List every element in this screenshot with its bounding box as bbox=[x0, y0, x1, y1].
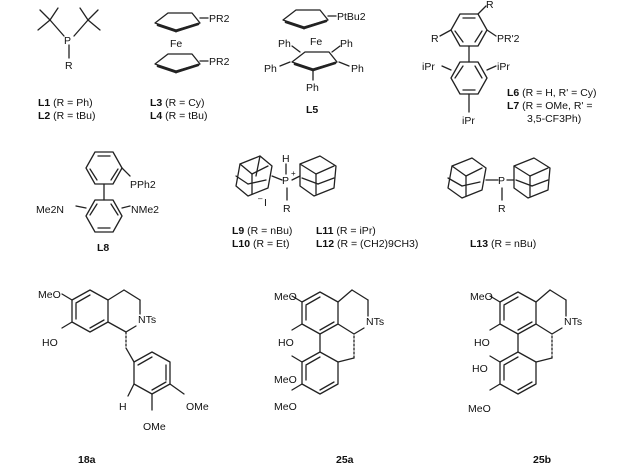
caption-L9: L9 (R = nBu) bbox=[232, 225, 292, 237]
iron-label: Fe bbox=[170, 38, 182, 50]
caption-L6: L6 (R = H, R' = Cy) bbox=[507, 87, 597, 99]
caption-18a: 18a bbox=[78, 454, 96, 466]
me2n-label: Me2N bbox=[36, 204, 64, 216]
ph-label-2: Ph bbox=[340, 38, 353, 50]
pr2-label-bottom: PR2 bbox=[209, 56, 230, 68]
caption-25a: 25a bbox=[336, 454, 354, 466]
structure-L13: P R bbox=[447, 157, 551, 215]
pph2-label: PPh2 bbox=[130, 179, 156, 191]
caption-L7: L7 (R = OMe, R' = bbox=[507, 100, 592, 112]
structure-25a: NTs MeO HO MeO MeO bbox=[274, 289, 384, 413]
caption-L12: L12 (R = (CH2)9CH3) bbox=[316, 238, 418, 250]
caption-L4: L4 (R = tBu) bbox=[150, 110, 208, 122]
r-label-L13: R bbox=[498, 203, 506, 215]
phosphorus-label: P bbox=[64, 35, 71, 47]
caption-L5: L5 bbox=[306, 104, 318, 116]
meo-label-18a: MeO bbox=[38, 289, 61, 301]
minus-charge: – bbox=[258, 194, 263, 203]
meo-label-25b-2: MeO bbox=[468, 403, 491, 415]
caption-L11: L11 (R = iPr) bbox=[316, 225, 376, 237]
ho-label-25a: HO bbox=[278, 337, 294, 349]
nts-label-25a: NTs bbox=[366, 316, 384, 328]
nme2-label: NMe2 bbox=[131, 204, 159, 216]
ho-label-25b-2: HO bbox=[472, 363, 488, 375]
plus-charge: + bbox=[291, 169, 296, 178]
ome-label-18a-2: OMe bbox=[143, 421, 166, 433]
caption-L1: L1 (R = Ph) bbox=[38, 97, 93, 109]
iron-label-L5: Fe bbox=[310, 36, 322, 48]
caption-L8: L8 bbox=[97, 242, 109, 254]
caption-L10: L10 (R = Et) bbox=[232, 238, 289, 250]
meo-label-25a-2: MeO bbox=[274, 374, 297, 386]
ipr-label-left: iPr bbox=[422, 61, 435, 73]
ph-label-3: Ph bbox=[264, 63, 277, 75]
ome-label-18a-1: OMe bbox=[186, 401, 209, 413]
structure-L6-L7: R R PR'2 iPr iPr iPr bbox=[422, 0, 520, 127]
nts-label-18a: NTs bbox=[138, 314, 156, 326]
h-label-18a: H bbox=[119, 401, 127, 413]
ipr-label-bottom: iPr bbox=[462, 115, 475, 127]
ph-label-5: Ph bbox=[306, 82, 319, 94]
ph-label-1: Ph bbox=[278, 38, 291, 50]
phosphonium-label: P bbox=[282, 175, 289, 187]
phosphorus-label-L13: P bbox=[498, 175, 505, 187]
structure-18a: NTs MeO HO H OMe OMe bbox=[38, 289, 209, 433]
structure-L5: PtBu2 Fe Ph Ph Ph Ph Ph bbox=[264, 9, 366, 94]
ph-label-4: Ph bbox=[351, 63, 364, 75]
caption-L7-cont: 3,5-CF3Ph) bbox=[527, 113, 581, 125]
caption-L2: L2 (R = tBu) bbox=[38, 110, 96, 122]
meo-label-25b: MeO bbox=[470, 291, 493, 303]
structure-L3-L4: PR2 Fe PR2 bbox=[154, 12, 230, 74]
structure-L1-L2: P R bbox=[37, 7, 101, 72]
r-group-label: R bbox=[65, 60, 73, 72]
nts-label-25b: NTs bbox=[564, 316, 582, 328]
structure-L9-L12: P + H R I – bbox=[235, 153, 337, 215]
iodide-label: I bbox=[264, 197, 267, 209]
h-label: H bbox=[282, 153, 290, 165]
meo-label-25a: MeO bbox=[274, 291, 297, 303]
ho-label-25b-1: HO bbox=[474, 337, 490, 349]
r-label-upper: R bbox=[486, 0, 494, 11]
pr2-label-top: PR2 bbox=[209, 13, 230, 25]
r-label-upper-left: R bbox=[431, 33, 439, 45]
structure-L8: PPh2 Me2N NMe2 bbox=[36, 151, 159, 233]
ho-label-18a: HO bbox=[42, 337, 58, 349]
prprime2-label: PR'2 bbox=[497, 33, 520, 45]
caption-L3: L3 (R = Cy) bbox=[150, 97, 205, 109]
meo-label-25a-3: MeO bbox=[274, 401, 297, 413]
caption-L13: L13 (R = nBu) bbox=[470, 238, 536, 250]
r-label-L9: R bbox=[283, 203, 291, 215]
caption-25b: 25b bbox=[533, 454, 551, 466]
ipr-label-right: iPr bbox=[497, 61, 510, 73]
structure-25b: NTs MeO HO HO MeO bbox=[468, 289, 582, 415]
ptbu2-label: PtBu2 bbox=[337, 11, 366, 23]
